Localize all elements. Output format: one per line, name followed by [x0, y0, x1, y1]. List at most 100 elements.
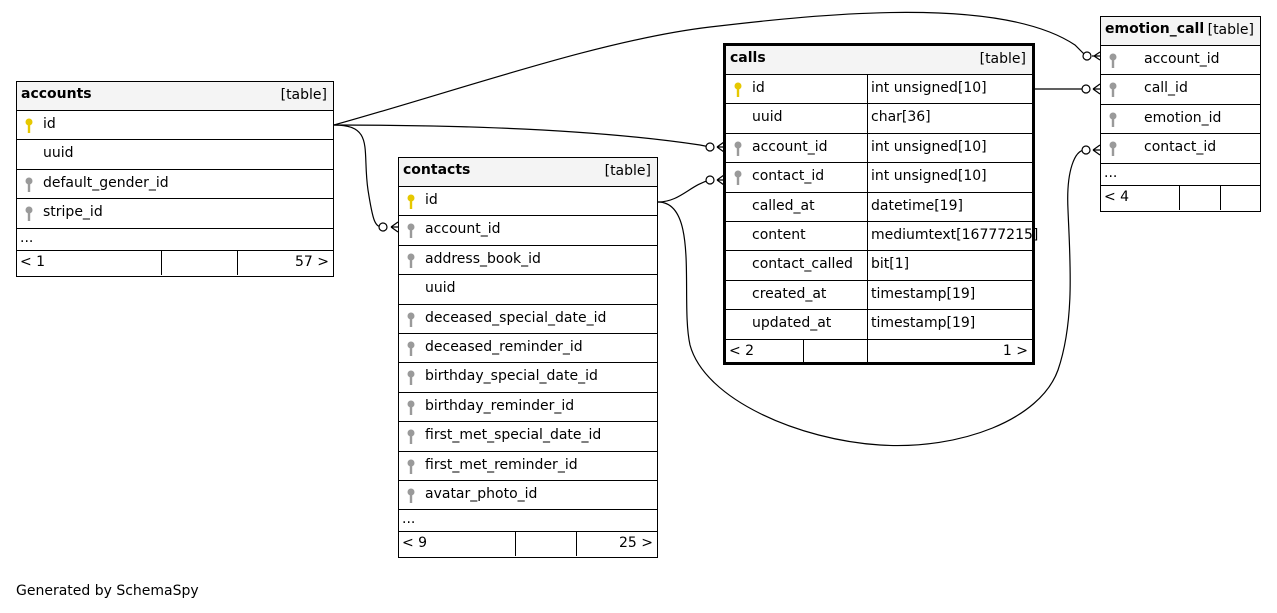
table-header: calls [table]	[726, 46, 1032, 75]
foreign-key-icon	[407, 488, 415, 503]
column-name: first_met_reminder_id	[425, 456, 578, 473]
column-name: id	[425, 192, 438, 208]
column-row: account_id	[1101, 46, 1260, 76]
column-name: account_id	[1144, 51, 1220, 67]
column-row: id	[399, 187, 657, 217]
column-name: avatar_photo_id	[425, 485, 538, 502]
parents-count[interactable]: < 9	[402, 535, 428, 552]
more-columns: ...	[1101, 164, 1260, 186]
edge-contacts-calls	[657, 179, 711, 203]
table-kind: [table]	[1207, 22, 1254, 38]
parents-count[interactable]: < 4	[1104, 188, 1130, 205]
parents-count[interactable]: < 2	[729, 342, 755, 359]
table-header: emotion_call [table]	[1101, 17, 1260, 46]
column-type: timestamp[19]	[871, 285, 976, 302]
column-name: uuid	[752, 109, 783, 126]
column-type: bit[1]	[871, 256, 910, 273]
foreign-key-icon	[407, 429, 415, 445]
foreign-key-icon	[407, 312, 415, 327]
column-name: contact_called	[752, 256, 853, 273]
column-type: datetime[19]	[871, 197, 963, 214]
column-row: content mediumtext[16777215]	[726, 221, 1038, 252]
table-name: accounts	[21, 86, 92, 102]
column-row: deceased_special_date_id	[399, 305, 657, 334]
column-row: birthday_special_date_id	[399, 363, 657, 393]
foreign-key-icon	[1109, 53, 1117, 68]
children-count[interactable]: 25 >	[619, 535, 653, 552]
table-kind: [table]	[979, 51, 1026, 67]
primary-key-icon	[407, 194, 415, 209]
column-row: uuid	[17, 140, 333, 170]
column-type: char[36]	[871, 109, 931, 126]
optional-marker	[1082, 51, 1092, 61]
children-count[interactable]: 1 >	[1002, 342, 1028, 359]
column-row: uuid char[36]	[726, 104, 1032, 134]
column-name: account_id	[752, 138, 828, 155]
column-type: mediumtext[16777215]	[871, 226, 1039, 243]
column-name: id	[43, 116, 56, 132]
table-header: accounts [table]	[17, 82, 333, 111]
column-name: id	[752, 80, 765, 96]
table-name: emotion_call	[1105, 21, 1205, 37]
table-footer: < 1 57 >	[17, 250, 333, 275]
column-row: contact_id	[1101, 134, 1260, 164]
column-row: first_met_special_date_id	[399, 422, 657, 452]
foreign-key-icon	[734, 170, 742, 186]
optional-marker	[378, 222, 388, 232]
column-type: int unsigned[10]	[871, 168, 987, 185]
table-accounts[interactable]: accounts [table] id uuid default_gender_…	[16, 81, 334, 277]
column-row: account_id	[399, 216, 657, 246]
foreign-key-icon	[407, 459, 415, 474]
column-row: updated_at timestamp[19]	[726, 310, 1032, 340]
table-header: contacts [table]	[399, 158, 657, 187]
foreign-key-icon	[407, 253, 415, 268]
column-name: emotion_id	[1144, 109, 1222, 126]
foreign-key-icon	[734, 141, 742, 156]
column-name: birthday_special_date_id	[425, 368, 598, 385]
optional-marker	[705, 175, 715, 185]
column-row: address_book_id	[399, 246, 657, 276]
edge-accounts-emotion-call	[333, 11, 1087, 126]
column-row: contact_id int unsigned[10]	[726, 163, 1032, 193]
optional-marker	[1081, 84, 1091, 94]
column-row: contact_called bit[1]	[726, 251, 1032, 281]
table-contacts[interactable]: contacts [table] id account_id address_b…	[398, 157, 658, 558]
edge-contacts-emotion-call	[657, 149, 1086, 447]
table-calls[interactable]: calls [table] id int unsigned[10] uuid c…	[723, 43, 1038, 365]
column-row: account_id int unsigned[10]	[726, 133, 1032, 164]
table-footer: < 4	[1101, 185, 1260, 210]
column-row: default_gender_id	[17, 170, 333, 200]
column-name: deceased_reminder_id	[425, 338, 583, 355]
column-row: first_met_reminder_id	[399, 452, 657, 481]
foreign-key-icon	[1109, 82, 1117, 98]
column-name: uuid	[43, 145, 74, 162]
column-row: emotion_id	[1101, 105, 1260, 135]
foreign-key-icon	[407, 370, 415, 386]
column-name: birthday_reminder_id	[425, 397, 575, 414]
column-name: content	[752, 226, 806, 243]
column-row: created_at timestamp[19]	[726, 280, 1032, 311]
table-footer: < 9 25 >	[399, 532, 657, 557]
column-row: birthday_reminder_id	[399, 393, 657, 423]
column-row: deceased_reminder_id	[399, 334, 657, 364]
column-name: address_book_id	[425, 250, 541, 267]
column-name: deceased_special_date_id	[425, 309, 607, 326]
foreign-key-icon	[407, 223, 415, 239]
children-count[interactable]: 57 >	[295, 253, 329, 270]
column-type: int unsigned[10]	[871, 80, 987, 96]
column-name: stripe_id	[43, 204, 103, 221]
column-type: int unsigned[10]	[871, 138, 987, 155]
parents-count[interactable]: < 1	[20, 253, 46, 270]
table-emotion-call[interactable]: emotion_call [table] account_id call_id …	[1100, 16, 1261, 212]
column-name: first_met_special_date_id	[425, 427, 602, 444]
table-kind: [table]	[280, 87, 327, 103]
table-footer: < 2 1 >	[726, 339, 1032, 364]
column-name: called_at	[752, 197, 815, 214]
column-row: id	[17, 111, 333, 141]
column-row: id int unsigned[10]	[726, 75, 1032, 105]
table-name: calls	[730, 50, 766, 66]
primary-key-icon	[734, 82, 742, 97]
column-type: timestamp[19]	[871, 315, 976, 332]
foreign-key-icon	[407, 341, 415, 356]
